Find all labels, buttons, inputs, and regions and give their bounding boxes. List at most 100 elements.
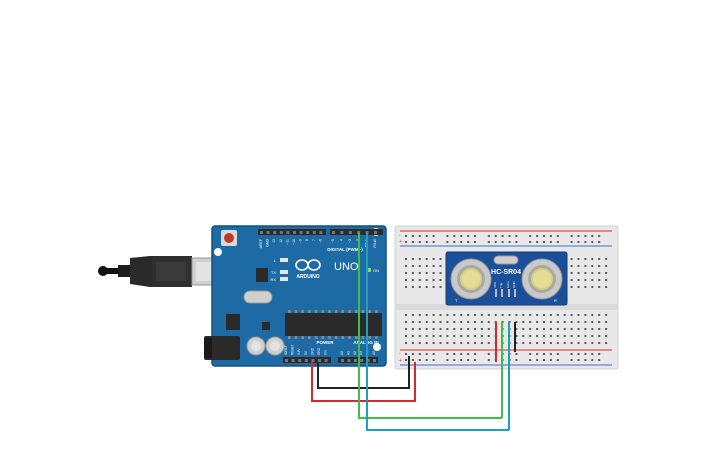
breadboard-hole[interactable] [556, 359, 559, 361]
breadboard-hole[interactable] [405, 353, 407, 355]
breadboard-hole[interactable] [563, 314, 566, 316]
breadboard-hole[interactable] [591, 353, 594, 355]
breadboard-hole[interactable] [480, 335, 483, 337]
breadboard-hole[interactable] [453, 335, 456, 337]
breadboard-hole[interactable] [480, 321, 483, 323]
breadboard-hole[interactable] [570, 265, 573, 267]
breadboard-hole[interactable] [418, 321, 421, 323]
breadboard-hole[interactable] [570, 353, 573, 355]
breadboard-hole[interactable] [446, 314, 449, 316]
breadboard-hole[interactable] [515, 359, 518, 361]
breadboard-hole[interactable] [405, 286, 407, 288]
breadboard-hole[interactable] [439, 335, 442, 337]
breadboard-hole[interactable] [543, 235, 545, 237]
breadboard-hole[interactable] [418, 335, 421, 337]
breadboard-hole[interactable] [460, 235, 463, 237]
breadboard-hole[interactable] [446, 335, 449, 337]
breadboard-hole[interactable] [418, 258, 421, 260]
breadboard-hole[interactable] [460, 328, 463, 330]
breadboard-hole[interactable] [467, 314, 470, 316]
breadboard-hole[interactable] [446, 241, 449, 243]
digital-pin[interactable] [306, 231, 310, 234]
breadboard-hole[interactable] [411, 272, 414, 274]
breadboard-hole[interactable] [536, 328, 539, 330]
digital-pin[interactable] [357, 231, 361, 234]
breadboard-hole[interactable] [529, 328, 532, 330]
breadboard-hole[interactable] [584, 314, 587, 316]
breadboard-hole[interactable] [425, 272, 428, 274]
trig-wire[interactable] [358, 233, 502, 419]
breadboard-hole[interactable] [474, 353, 476, 355]
breadboard-hole[interactable] [584, 328, 587, 330]
breadboard-hole[interactable] [522, 321, 525, 323]
digital-pin[interactable] [319, 231, 323, 234]
breadboard-hole[interactable] [598, 321, 601, 323]
breadboard-hole[interactable] [494, 241, 497, 243]
breadboard-hole[interactable] [474, 235, 476, 237]
breadboard-hole[interactable] [432, 241, 435, 243]
breadboard-hole[interactable] [570, 279, 573, 281]
breadboard-hole[interactable] [432, 235, 435, 237]
breadboard-hole[interactable] [605, 279, 608, 281]
breadboard-hole[interactable] [563, 335, 566, 337]
breadboard-hole[interactable] [584, 235, 587, 237]
breadboard-hole[interactable] [577, 335, 580, 337]
breadboard-hole[interactable] [529, 342, 532, 344]
breadboard-hole[interactable] [577, 286, 580, 288]
breadboard-hole[interactable] [425, 359, 428, 361]
power-pin[interactable] [318, 359, 321, 362]
breadboard-hole[interactable] [501, 241, 504, 243]
digital-pin[interactable] [374, 231, 377, 234]
breadboard-hole[interactable] [432, 353, 435, 355]
breadboard-hole[interactable] [591, 328, 594, 330]
breadboard-hole[interactable] [529, 353, 532, 355]
breadboard-hole[interactable] [425, 321, 428, 323]
breadboard-hole[interactable] [605, 335, 608, 337]
breadboard-hole[interactable] [515, 321, 518, 323]
breadboard-hole[interactable] [577, 314, 580, 316]
digital-pin[interactable] [266, 231, 270, 234]
breadboard-hole[interactable] [432, 321, 435, 323]
breadboard-hole[interactable] [577, 241, 580, 243]
breadboard-hole[interactable] [577, 279, 580, 281]
breadboard-hole[interactable] [405, 235, 407, 237]
power-pin[interactable] [311, 359, 315, 362]
breadboard-hole[interactable] [487, 359, 490, 361]
breadboard-hole[interactable] [432, 279, 435, 281]
analog-pin[interactable] [353, 359, 357, 362]
breadboard-hole[interactable] [556, 353, 559, 355]
breadboard-hole[interactable] [411, 279, 414, 281]
breadboard-hole[interactable] [543, 321, 545, 323]
breadboard-hole[interactable] [577, 353, 580, 355]
breadboard-hole[interactable] [474, 314, 476, 316]
breadboard-hole[interactable] [432, 328, 435, 330]
breadboard-hole[interactable] [418, 353, 421, 355]
breadboard-hole[interactable] [556, 342, 559, 344]
breadboard-hole[interactable] [439, 342, 442, 344]
breadboard-hole[interactable] [577, 272, 580, 274]
breadboard-hole[interactable] [467, 342, 470, 344]
breadboard-hole[interactable] [418, 359, 421, 361]
digital-header-left[interactable] [258, 229, 326, 235]
breadboard-hole[interactable] [577, 258, 580, 260]
breadboard-hole[interactable] [522, 335, 525, 337]
breadboard-hole[interactable] [418, 279, 421, 281]
breadboard-hole[interactable] [439, 272, 442, 274]
breadboard-hole[interactable] [439, 279, 442, 281]
breadboard-hole[interactable] [536, 241, 539, 243]
breadboard-hole[interactable] [460, 342, 463, 344]
breadboard-hole[interactable] [439, 286, 442, 288]
breadboard-hole[interactable] [563, 328, 566, 330]
breadboard-hole[interactable] [570, 328, 573, 330]
breadboard-hole[interactable] [432, 286, 435, 288]
breadboard-hole[interactable] [439, 265, 442, 267]
breadboard-hole[interactable] [467, 359, 470, 361]
breadboard-hole[interactable] [591, 335, 594, 337]
breadboard-hole[interactable] [411, 353, 414, 355]
digital-pin[interactable] [312, 231, 316, 234]
breadboard-hole[interactable] [570, 286, 573, 288]
digital-pin[interactable] [293, 231, 296, 234]
breadboard-hole[interactable] [584, 241, 587, 243]
breadboard-hole[interactable] [453, 314, 456, 316]
breadboard-hole[interactable] [487, 335, 490, 337]
